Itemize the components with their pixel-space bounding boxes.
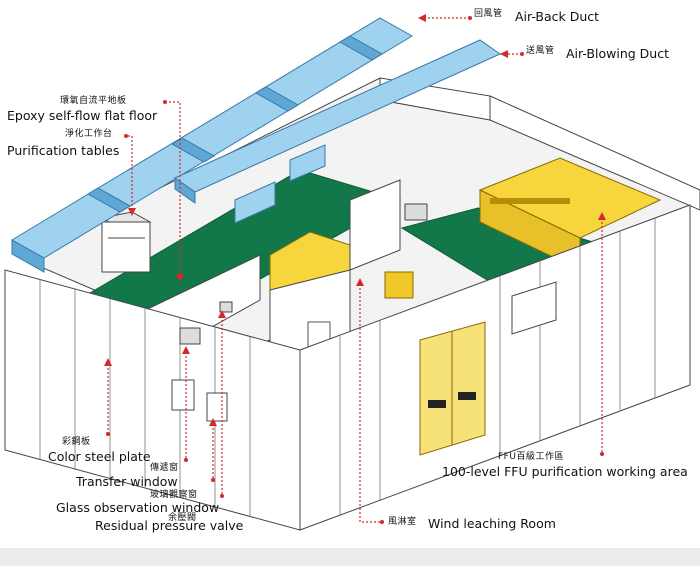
air-blowing-duct-label-zh: 送風管	[526, 46, 555, 56]
epoxy-floor-label-zh: 環氧自流平地板	[60, 96, 127, 106]
right-back-wall	[489, 95, 700, 211]
air-back-duct-label-zh: 回風管	[474, 9, 503, 19]
purification-table	[100, 211, 152, 273]
wall-panel-seams	[39, 218, 656, 517]
glass-window-label-zh: 玻璃觀察窗	[150, 490, 198, 500]
blowing-duct-branch-2	[289, 144, 326, 182]
ffu-area-label-zh: FFU百級工作區	[498, 452, 564, 462]
door-vent-left	[428, 400, 446, 408]
pressure-valve-label-zh: 余壓閥	[168, 513, 197, 523]
partition-wall-c	[349, 179, 401, 271]
purification-tables-label-zh: 淨化工作台	[65, 129, 113, 139]
purification-tables-label: Purification tables	[7, 143, 120, 158]
transfer-window-box	[179, 327, 201, 345]
door-vent-right	[458, 392, 476, 400]
glass-window-1	[171, 379, 195, 411]
transfer-window-box-2	[404, 203, 428, 221]
pressure-valve-label: Residual pressure valve	[95, 518, 244, 533]
transfer-window-label: Transfer window	[76, 474, 178, 489]
air-blowing-duct-label: Air-Blowing Duct	[566, 46, 669, 61]
leader-arrowheads	[104, 14, 606, 426]
ffu-lights	[490, 198, 570, 204]
blowing-duct-branch-1	[234, 181, 276, 224]
leader-lines	[107, 17, 603, 523]
wind-leaching-room-box	[384, 271, 414, 299]
color-steel-plate-label-zh: 彩鋼板	[62, 437, 91, 447]
glass-window-3	[511, 281, 557, 335]
pressure-valve-box	[219, 301, 233, 313]
air-back-duct-label: Air-Back Duct	[515, 9, 600, 24]
epoxy-floor-label: Epoxy self-flow flat floor	[7, 108, 158, 123]
glass-window-label: Glass observation window	[56, 500, 220, 515]
leader-dots	[106, 16, 604, 524]
bottom-strip	[0, 548, 700, 566]
ffu-area-label: 100-level FFU purification working area	[442, 464, 688, 479]
air-back-duct-end	[11, 239, 45, 273]
transfer-window-label-zh: 傳遞窗	[150, 463, 179, 473]
color-steel-plate-label: Color steel plate	[48, 449, 151, 464]
wind-room-label: Wind leaching Room	[428, 516, 556, 531]
wind-room-label-zh: 風淋室	[388, 517, 417, 527]
air-back-duct-joints	[87, 35, 383, 213]
front-right-wall	[299, 204, 691, 531]
glass-window-2	[206, 392, 228, 422]
